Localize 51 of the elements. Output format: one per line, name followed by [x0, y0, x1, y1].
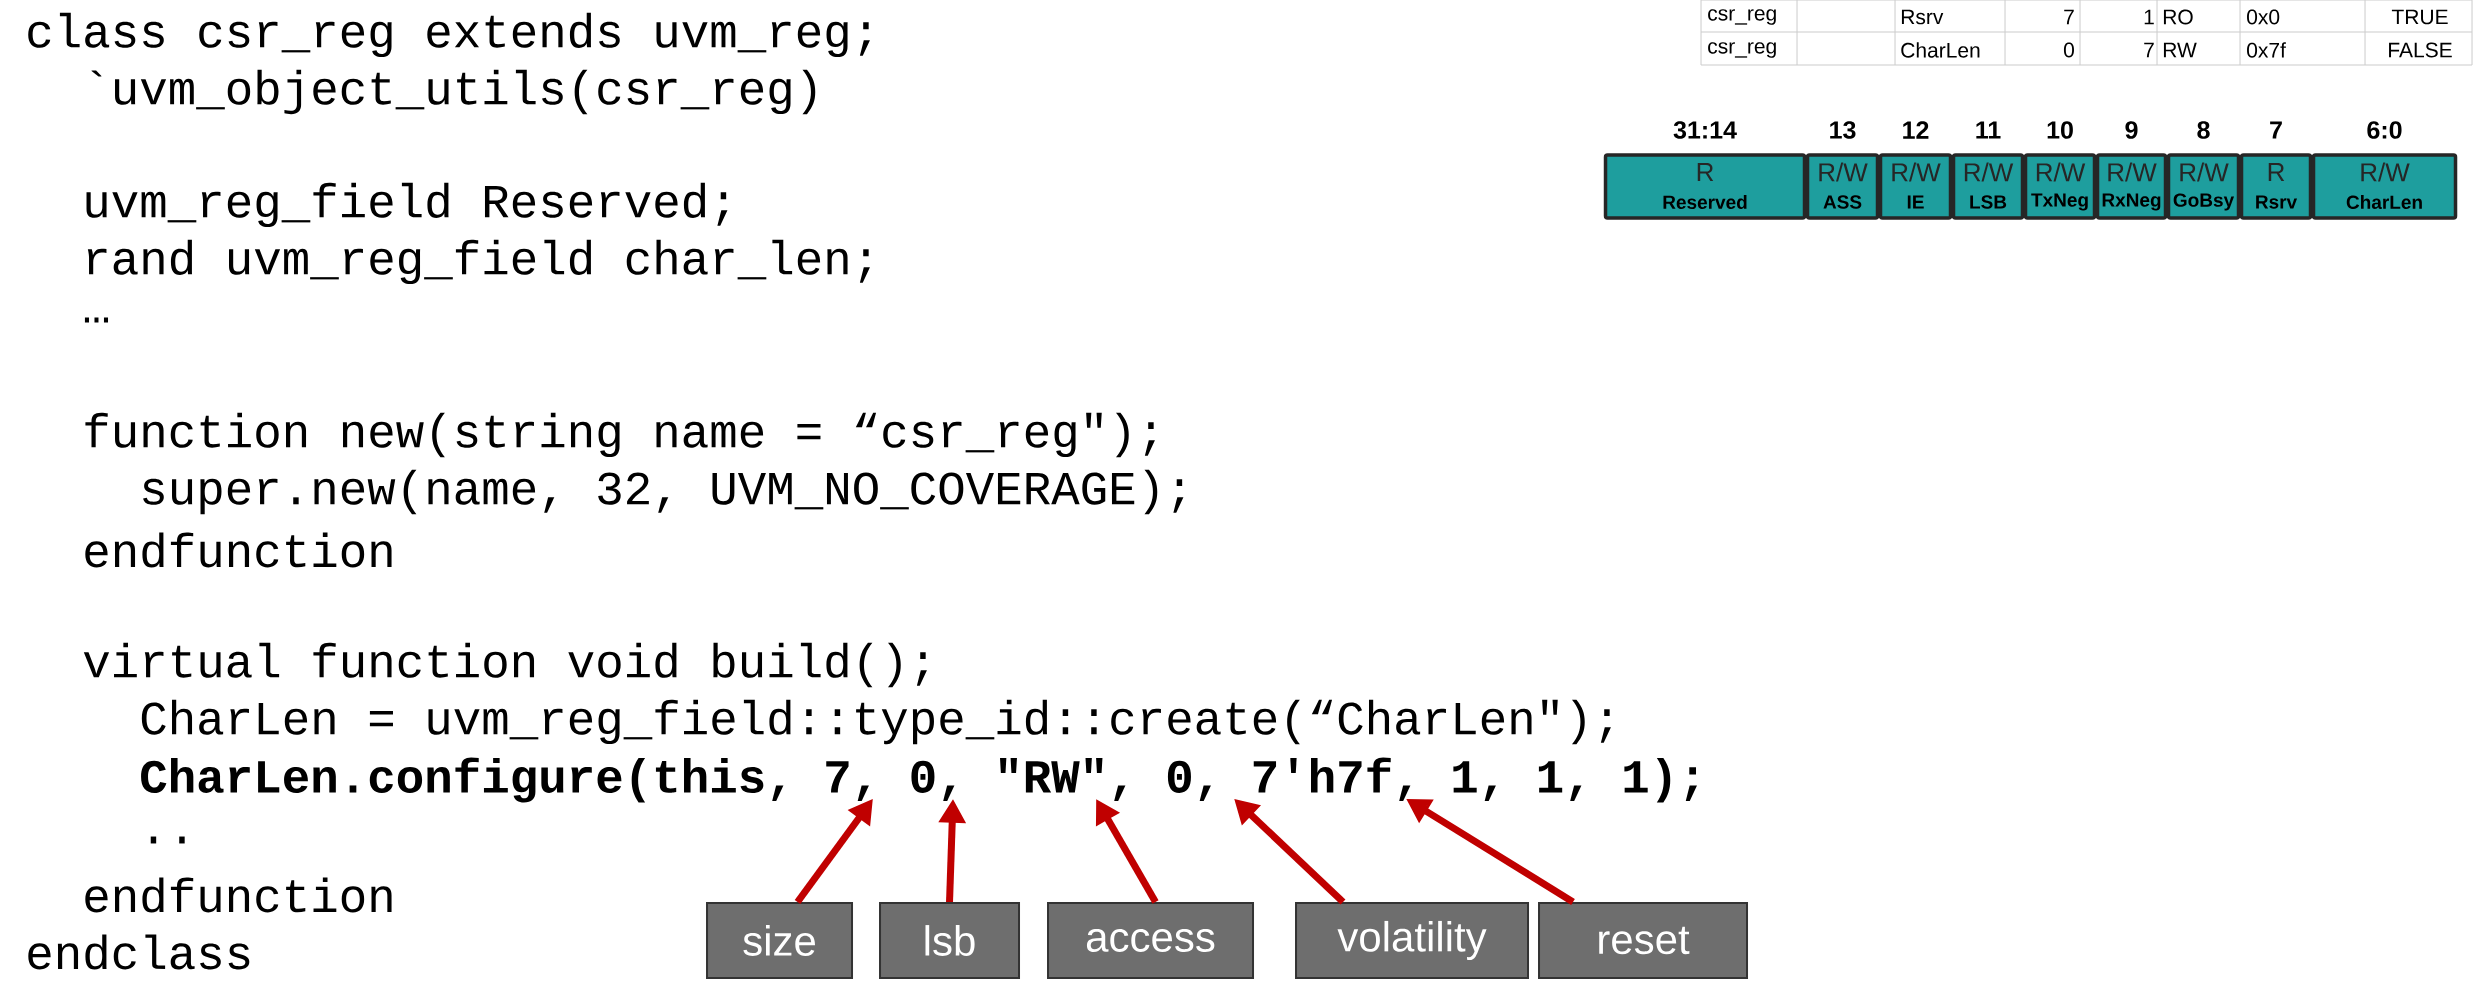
node-label: 7: [2270, 121, 2282, 139]
node-label: 8: [2197, 121, 2210, 139]
register-field: 10 R/W TxNeg: [2023, 121, 2097, 220]
node-label: 11: [1976, 121, 2001, 139]
code-line: CharLen = uvm_reg_field::type_id::create(“CharLen");: [141, 699, 1611, 745]
code-line: `uvm_object_utils(csr_reg): [91, 69, 816, 115]
code-line: class csr_reg extends uvm_reg;: [28, 12, 870, 58]
register-field: 13 R/W ASS: [1805, 121, 1880, 220]
code-line: endfunction: [85, 877, 392, 913]
code-line: function new(string name = “csr_reg");: [85, 412, 1155, 458]
node-label: 12: [1903, 121, 1929, 139]
register-field: 31:14 R Reserved: [1603, 121, 1807, 220]
label-box: lsb: [879, 902, 1020, 979]
register-field: 11 R/W LSB: [1951, 121, 2025, 220]
table-cell: RW: [2163, 42, 2197, 58]
table-cell: 7: [2064, 9, 2074, 25]
table-cell: 0: [2063, 42, 2074, 58]
code-line: endfunction: [85, 532, 392, 568]
code-line: virtual function void build();: [83, 642, 927, 688]
table-cell: Rsrv: [1901, 9, 1944, 25]
code-line: …: [84, 317, 108, 323]
table-cell: 1: [2144, 9, 2154, 25]
code-line: super.new(name, 32, UVM_NO_COVERAGE);: [143, 469, 1184, 515]
label-box: volatility: [1295, 902, 1529, 979]
node-label: 9: [2125, 121, 2138, 139]
register-field: 8 R/W GoBsy: [2166, 121, 2241, 220]
node-label: 31:14: [1673, 121, 1737, 139]
table-cell: FALSE: [2389, 42, 2452, 58]
table-cell: TRUE: [2391, 9, 2448, 25]
table-cell: 7: [2144, 42, 2154, 58]
register-field: 7 R Rsrv: [2239, 121, 2313, 220]
label-box: reset: [1538, 902, 1748, 979]
label-box: access: [1047, 902, 1254, 979]
table-cell: csr_reg: [1708, 42, 1776, 58]
table-cell: csr_reg: [1708, 9, 1776, 25]
table-cell: CharLen: [1901, 42, 1980, 58]
table-cell: 0x7f: [2247, 42, 2286, 58]
register-field: 12 R/W IE: [1878, 121, 1953, 220]
node-label: 10: [2047, 121, 2073, 139]
register-field: 6:0 R/W CharLen: [2311, 121, 2458, 220]
register-field: 9 R/W RxNeg: [2095, 121, 2168, 220]
table-cell: RO: [2163, 9, 2193, 25]
node-label: 13: [1830, 121, 1856, 139]
table-cell: 0x0: [2247, 9, 2280, 25]
label-box: size: [706, 902, 853, 979]
code-line: ..: [150, 836, 185, 844]
code-line: CharLen.configure(this, 7, 0, "RW", 0, 7'h7f, 1, 1, 1);: [141, 757, 1697, 803]
code-line: uvm_reg_field Reserved;: [86, 182, 728, 228]
code-line: rand uvm_reg_field char_len;: [87, 239, 870, 285]
code-line: endclass: [28, 934, 250, 970]
node-label: 6:0: [2367, 121, 2402, 139]
